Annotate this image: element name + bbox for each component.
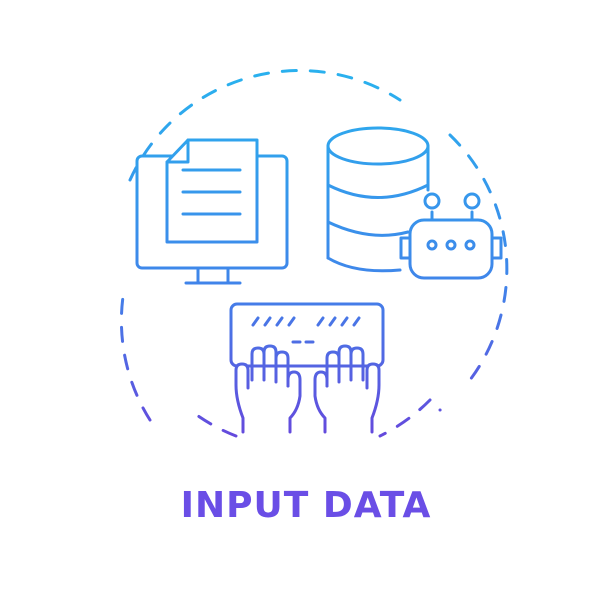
document-icon xyxy=(165,138,259,244)
keyboard-icon xyxy=(229,302,385,368)
database-icon xyxy=(326,126,430,273)
robot-icon xyxy=(399,192,503,280)
caption-title: INPUT DATA xyxy=(180,485,432,526)
dashed-ring xyxy=(119,69,509,438)
left-hand-icon xyxy=(234,344,302,434)
right-hand-icon xyxy=(313,344,381,434)
